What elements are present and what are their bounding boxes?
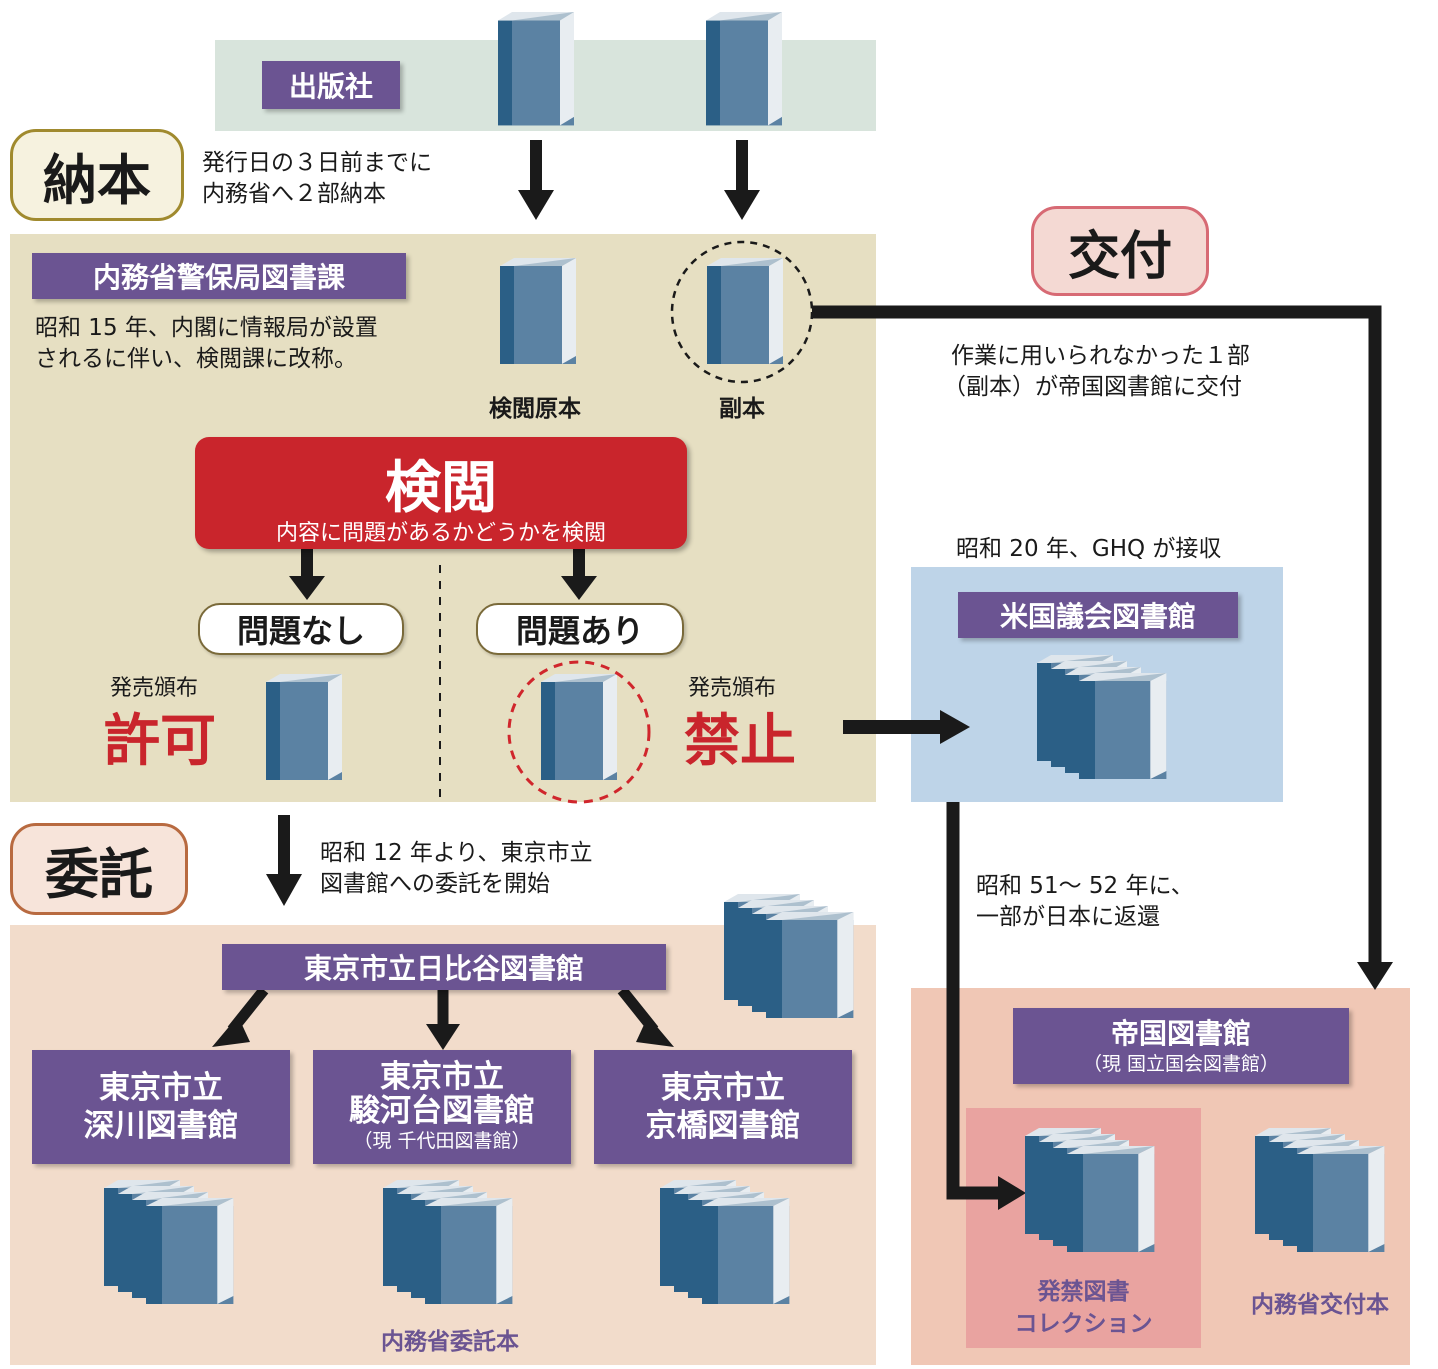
koufu-bookset-icon <box>1255 1128 1384 1252</box>
hibiya-bookset-icon <box>724 894 853 1018</box>
publisher-label: 出版社 <box>262 61 400 109</box>
kyobashi-bookset-icon <box>660 1180 789 1304</box>
problem-pill: 問題あり <box>476 603 684 655</box>
branch-fukagawa-line2: 深川図書館 <box>83 1108 239 1144</box>
publisher-book-2-icon <box>706 12 782 126</box>
fukagawa-bookset-icon <box>104 1180 233 1304</box>
hakkin-bookset-icon <box>1025 1128 1154 1252</box>
ghq-note: 昭和 20 年、GHQ が接収 <box>956 536 1222 562</box>
naimusho-note-line1: 昭和 15 年、内閣に情報局が設置 <box>35 315 378 341</box>
koufu-note-line2: （副本）が帝国図書館に交付 <box>943 374 1242 400</box>
nouhon-note-line2: 内務省へ２部納本 <box>202 181 386 207</box>
branch-fukagawa: 東京市立 深川図書館 <box>32 1050 290 1164</box>
naimusho-label: 内務省警保局図書課 <box>32 253 406 299</box>
nouhon-badge: 納本 <box>10 129 184 221</box>
permitted-book-icon <box>266 674 342 780</box>
naimusho-note-line2: されるに伴い、検閲課に改称。 <box>35 346 357 372</box>
koufu-caption: 内務省交付本 <box>1251 1292 1389 1318</box>
branch-surugadai-line2: 駿河台図書館 <box>349 1093 535 1129</box>
return-note-line1: 昭和 51〜 52 年に、 <box>976 873 1194 899</box>
teikoku-label: 帝国図書館 （現 国立国会図書館） <box>1013 1008 1349 1084</box>
branch-surugadai: 東京市立 駿河台図書館 （現 千代田図書館） <box>313 1050 571 1164</box>
return-note-line2: 一部が日本に返還 <box>976 904 1160 930</box>
hakkin-caption-line2: コレクション <box>1014 1311 1153 1337</box>
permit-big-label: 許可 <box>104 708 216 774</box>
loc-label: 米国議会図書館 <box>958 592 1238 638</box>
branch-surugadai-line3: （現 千代田図書館） <box>353 1130 531 1152</box>
publisher-book-1-icon <box>498 12 574 126</box>
censor-original-caption: 検閲原本 <box>489 396 581 422</box>
nouhon-note-line1: 発行日の３日前までに <box>202 150 432 176</box>
censor-original-book-icon <box>500 258 576 364</box>
permit-small-label: 発売頒布 <box>110 676 199 701</box>
branch-fukagawa-line1: 東京市立 <box>99 1070 223 1106</box>
hibiya-label: 東京市立日比谷図書館 <box>222 944 666 990</box>
itaku-badge: 委託 <box>10 823 188 915</box>
branch-kyobashi: 東京市立 京橋図書館 <box>594 1050 852 1164</box>
itaku-note-line1: 昭和 12 年より、東京市立 <box>320 840 593 866</box>
censorship-title: 検閲 <box>385 455 497 521</box>
loc-bookset-icon <box>1037 655 1166 779</box>
hakkin-caption-line1: 発禁図書 <box>1037 1279 1130 1305</box>
koufu-note-line1: 作業に用いられなかった１部 <box>951 343 1250 369</box>
ban-small-label: 発売頒布 <box>688 676 777 701</box>
branch-surugadai-line1: 東京市立 <box>380 1059 504 1095</box>
itaku-caption: 内務省委託本 <box>381 1329 519 1355</box>
itaku-note-line2: 図書館への委託を開始 <box>320 871 550 897</box>
banned-book-icon <box>541 674 617 780</box>
koufu-badge: 交付 <box>1031 206 1209 296</box>
duplicate-caption: 副本 <box>719 396 765 422</box>
branch-kyobashi-line1: 東京市立 <box>661 1070 785 1106</box>
no-problem-pill: 問題なし <box>198 603 404 655</box>
censorship-subtitle: 内容に問題があるかどうかを検閲 <box>275 521 606 546</box>
surugadai-bookset-icon <box>383 1180 512 1304</box>
censorship-box: 検閲 内容に問題があるかどうかを検閲 <box>195 437 687 549</box>
teikoku-label-sub: （現 国立国会図書館） <box>1082 1053 1280 1075</box>
branch-kyobashi-line2: 京橋図書館 <box>645 1108 801 1144</box>
duplicate-book-icon <box>707 258 783 364</box>
teikoku-label-main: 帝国図書館 <box>1110 1017 1251 1050</box>
ban-big-label: 禁止 <box>684 708 796 774</box>
